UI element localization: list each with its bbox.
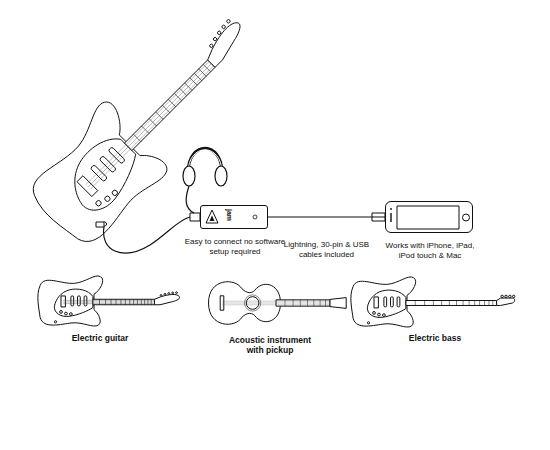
logo-triangle	[206, 210, 218, 223]
ear-cup	[215, 166, 227, 186]
instrument-caption: Electric bass	[375, 333, 495, 343]
headstock	[497, 298, 515, 305]
guitar-neck	[74, 16, 249, 191]
tuner	[512, 295, 514, 297]
lightning-plug	[372, 213, 385, 221]
guitar-neck	[63, 292, 179, 305]
strings	[222, 301, 330, 305]
ear-cup	[183, 166, 195, 186]
phone-screen	[397, 206, 459, 229]
cable-label: Lightning, 30-pin & USB cables included	[284, 240, 370, 260]
headphone-cable	[186, 186, 194, 213]
device-caption: Easy to connect no software setup requir…	[180, 237, 290, 257]
electric-guitar-illustration	[19, 0, 278, 254]
cable-plug	[190, 213, 200, 221]
cable-plug	[96, 222, 104, 227]
tuner	[509, 295, 511, 297]
acoustic-guitar-illustration	[209, 282, 347, 325]
phone-device: Works with iPhone, iPad, iPod touch & Ma…	[385, 201, 473, 233]
camera	[390, 208, 392, 210]
instrument-cable	[104, 217, 190, 253]
device-caption: Works with iPhone, iPad, iPod touch & Ma…	[379, 241, 481, 261]
speaker-slot	[390, 213, 391, 222]
cable-connector	[268, 216, 385, 217]
home-button	[463, 214, 470, 221]
headstock	[330, 298, 346, 309]
electric-guitar-illustration	[38, 276, 180, 326]
interface-device: jamEasy to connect no software setup req…	[200, 205, 268, 229]
device-logo-text: jam	[225, 209, 233, 221]
status-light	[253, 215, 257, 219]
tuner	[501, 295, 503, 297]
instrument-caption: Electric guitar	[40, 333, 160, 343]
fretboard	[406, 301, 497, 306]
logo-triangle-inner	[210, 216, 215, 222]
tuner	[505, 295, 507, 297]
frets	[415, 301, 493, 306]
electric-bass-illustration	[351, 277, 515, 327]
headphones-illustration	[183, 148, 227, 213]
instrument-caption: Acoustic instrument with pickup	[224, 335, 316, 355]
